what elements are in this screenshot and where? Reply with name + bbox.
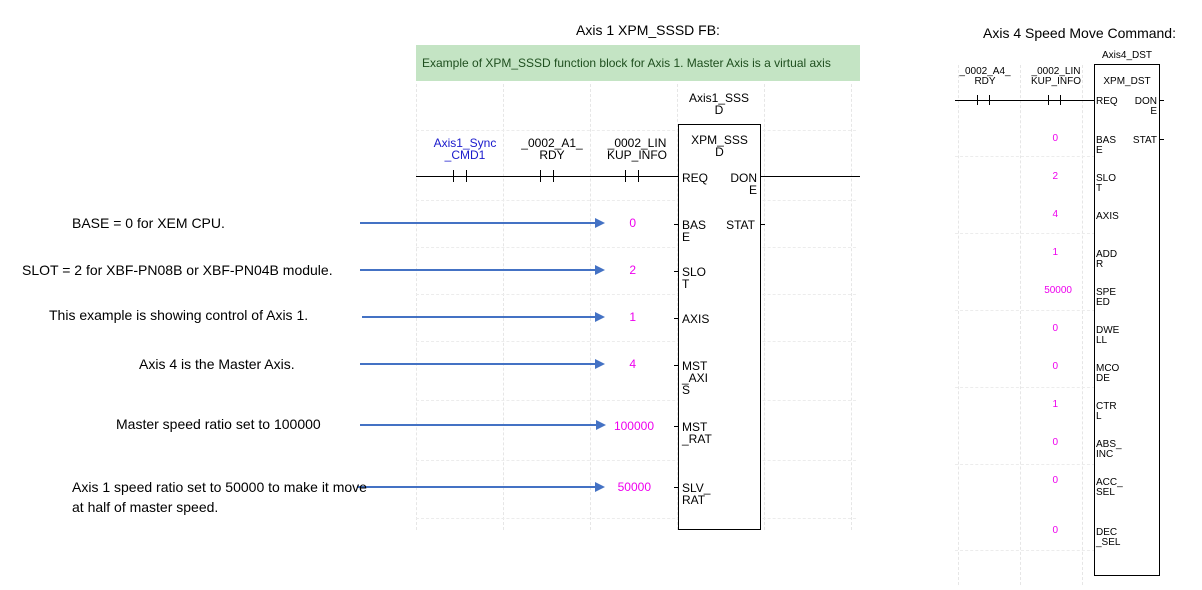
arrow-head — [595, 482, 605, 492]
right-rung-wire — [955, 100, 1095, 101]
value-dwell[interactable]: 0 — [1052, 323, 1058, 334]
pin-stub — [674, 365, 679, 366]
pin-stub — [674, 224, 679, 225]
left-contact-2[interactable]: _0002_A1_ RDY — [521, 136, 615, 186]
value-ctrl[interactable]: 1 — [1052, 399, 1058, 410]
pin-stub — [674, 426, 679, 427]
note-slot: SLOT = 2 for XBF-PN08B or XBF-PN04B modu… — [22, 262, 333, 278]
fb-type-label: XPM_SSS D — [691, 133, 748, 159]
note-mst-axis: Axis 4 is the Master Axis. — [139, 356, 295, 372]
value-acc-sel[interactable]: 0 — [1052, 475, 1058, 486]
contact-bar-right — [466, 170, 467, 182]
arrow-head — [596, 420, 606, 430]
value-slv-rat[interactable]: 50000 — [617, 480, 651, 494]
pin-dec-sel: DEC _SEL — [1096, 527, 1121, 548]
value-mcode[interactable]: 0 — [1052, 361, 1058, 372]
right-fb-instance-name: Axis4_DST — [1101, 50, 1152, 61]
pin-stub — [674, 318, 679, 319]
pin-req: REQ — [1096, 96, 1118, 107]
pin-dwell: DWE LL — [1096, 325, 1120, 346]
pin-req: REQ — [682, 171, 709, 185]
contact-label: _0002_A4_ RDY — [959, 66, 1011, 87]
pin-ctrl: CTR L — [1096, 401, 1117, 422]
pin-mst-axis: MST _AXI S — [682, 359, 709, 397]
xpm-dst-function-block[interactable]: XPM_DST REQ DON E BAS E STAT SLO T AXIS … — [1094, 64, 1160, 576]
right-contact-1[interactable]: _0002_A4_ RDY — [955, 67, 1015, 107]
arrow-head — [595, 218, 605, 228]
value-base[interactable]: 0 — [1052, 133, 1058, 144]
value-addr[interactable]: 1 — [1052, 247, 1058, 258]
value-axis[interactable]: 4 — [1052, 209, 1058, 220]
done-stub — [1159, 100, 1164, 101]
pin-slot: SLO T — [682, 265, 707, 291]
left-rung-wire — [416, 176, 680, 177]
pin-addr: ADD R — [1096, 249, 1118, 270]
note-mst-rat: Master speed ratio set to 100000 — [116, 416, 321, 432]
stat-stub — [760, 224, 765, 225]
left-contact-1[interactable]: Axis1_Sync _CMD1 — [434, 136, 528, 186]
pin-axis: AXIS — [1096, 211, 1119, 222]
value-axis[interactable]: 1 — [629, 310, 636, 324]
value-base[interactable]: 0 — [629, 216, 636, 230]
contact-label: _0002_LIN KUP_INFO — [606, 136, 667, 162]
pin-acc-sel: ACC_ SEL — [1096, 477, 1123, 498]
contact-bar-left — [453, 170, 454, 182]
note-base: BASE = 0 for XEM CPU. — [72, 215, 225, 231]
pin-mcode: MCO DE — [1096, 363, 1120, 384]
contact-bar-left — [977, 95, 978, 105]
note-axis: This example is showing control of Axis … — [49, 307, 309, 323]
pin-base: BAS E — [682, 218, 707, 244]
arrow-head — [595, 312, 605, 322]
left-contact-3[interactable]: _0002_LIN KUP_INFO — [607, 136, 700, 186]
pin-abs-inc: ABS_ INC — [1096, 439, 1122, 460]
value-mst-rat[interactable]: 100000 — [613, 419, 654, 433]
contact-label: _0002_LIN KUP_INFO — [1030, 66, 1081, 87]
value-speed[interactable]: 50000 — [1044, 285, 1072, 296]
arrow-head — [595, 359, 605, 369]
pin-base: BAS E — [1096, 135, 1117, 156]
pin-axis: AXIS — [682, 312, 710, 326]
left-fb-banner: Example of XPM_SSSD function block for A… — [416, 45, 860, 81]
pin-done: DON E — [1134, 96, 1157, 117]
pin-mst-rat: MST _RAT — [682, 420, 712, 446]
contact-bar-right — [989, 95, 990, 105]
contact-bar-left — [1048, 95, 1049, 105]
fb-type-label: XPM_DST — [1103, 76, 1151, 87]
value-slot[interactable]: 2 — [1052, 171, 1058, 182]
note-slv-rat: Axis 1 speed ratio set to 50000 to make … — [72, 479, 367, 515]
value-dec-sel[interactable]: 0 — [1052, 525, 1058, 536]
pin-done: DON E — [730, 171, 757, 197]
contact-bar-right — [1060, 95, 1061, 105]
contact-bar-right — [638, 170, 639, 182]
left-fb-instance-name: Axis1_SSS D — [688, 91, 750, 117]
contact-label: _0002_A1_ RDY — [521, 136, 583, 162]
pin-slot: SLO T — [1096, 173, 1117, 194]
arrow-head — [595, 265, 605, 275]
contact-bar-left — [540, 170, 541, 182]
pin-stub — [674, 487, 679, 488]
value-abs-inc[interactable]: 0 — [1052, 437, 1058, 448]
pin-stat: STAT — [726, 218, 755, 232]
contact-label: Axis1_Sync _CMD1 — [433, 136, 497, 162]
right-fb-heading: Axis 4 Speed Move Command: — [983, 25, 1176, 41]
pin-slv-rat: SLV_ RAT — [682, 481, 711, 507]
stat-stub — [1159, 139, 1164, 140]
pin-stat: STAT — [1132, 135, 1157, 146]
pin-stub — [674, 271, 679, 272]
contact-bar-right — [553, 170, 554, 182]
left-done-wire — [760, 176, 860, 177]
annotation-arrows — [358, 218, 606, 492]
pin-speed: SPE ED — [1096, 287, 1117, 308]
left-fb-heading: Axis 1 XPM_SSSD FB: — [576, 22, 720, 38]
right-contact-2[interactable]: _0002_LIN KUP_INFO — [1026, 67, 1086, 107]
xpm-sssd-function-block[interactable]: XPM_SSS D REQ DON E BAS E STAT SLO T AXI… — [678, 124, 761, 530]
contact-bar-left — [625, 170, 626, 182]
value-mst-axis[interactable]: 4 — [629, 357, 636, 371]
value-slot[interactable]: 2 — [629, 263, 636, 277]
